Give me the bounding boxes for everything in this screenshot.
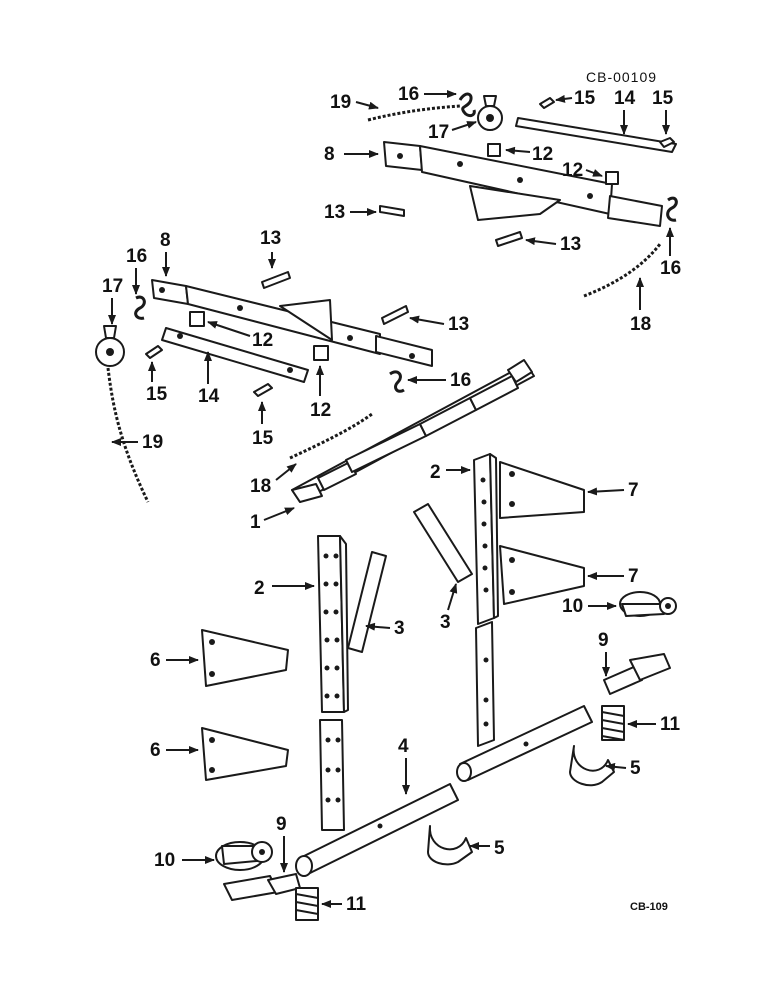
s-hook-16-mid-left [134,295,146,320]
callout-16-top: 16 [398,84,419,105]
callout-13-top-a: 13 [324,202,345,223]
callout-3-right: 3 [440,612,451,633]
callout-11-right: 11 [660,714,681,735]
bolt-13-top-a [379,205,405,217]
telescoping-bar-1 [291,359,535,503]
callout-12-mid-b: 12 [310,400,331,421]
callout-6-lower: 6 [150,740,161,761]
callout-12-top-a: 12 [532,144,553,165]
angle-bar-8-mid-end [375,335,433,367]
callout-15-top-right: 15 [652,88,674,109]
bracket-6-lower [201,727,289,781]
post-2-left [317,535,349,831]
callout-19-top: 19 [330,92,351,113]
callout-17-top: 17 [428,122,449,143]
bracket-7-lower [499,545,585,605]
callout-13-mid-b: 13 [448,314,469,335]
callout-16-mid-right: 16 [450,370,471,391]
callout-18-mid: 18 [250,476,271,497]
caster-10-left [215,841,273,871]
spring-11-left [295,887,319,921]
callout-12-mid-a: 12 [252,330,273,351]
brace-3-left [347,551,387,653]
cotter-pin-15-top-left [539,97,555,109]
tube-4 [295,705,593,877]
callouts: 19 16 17 15 14 15 8 12 12 13 13 16 [102,84,681,915]
bolt-13-top-b [495,231,523,247]
washer-12-mid-b [313,345,329,361]
cable-19-mid [106,367,150,503]
callout-17-mid: 17 [102,276,123,297]
callout-9-left: 9 [276,814,287,835]
callout-12-top-b: 12 [562,160,583,181]
callout-14-top: 14 [614,88,636,109]
callout-7-upper: 7 [628,480,639,501]
callout-14-mid: 14 [198,386,220,407]
callout-13-mid-a: 13 [260,228,281,249]
s-hook-16-top [458,92,476,118]
callout-19-mid: 19 [142,432,163,453]
callout-2-left: 2 [254,578,265,599]
angle-bar-8-top-end [607,195,663,227]
angle-bar-8-mid [151,279,189,305]
callout-10-left: 10 [154,850,175,871]
pulley-17-mid [95,325,125,367]
callout-1: 1 [250,512,261,533]
callout-3-left: 3 [394,618,405,639]
swivel-9-left [223,873,301,901]
callout-15-mid-a: 15 [146,384,168,405]
callout-4: 4 [398,736,409,757]
bracket-7-upper [499,461,585,519]
bolt-13-mid-a [261,271,291,289]
callout-13-top-b: 13 [560,234,581,255]
callout-11-left: 11 [346,894,367,915]
callout-15-mid-b: 15 [252,428,274,449]
top-right-assembly [367,92,678,298]
callout-10-right: 10 [562,596,583,617]
strap-14-mid [161,327,309,383]
strap-14-top [515,117,677,153]
callout-16-mid-left: 16 [126,246,147,267]
cotter-pin-15-top-right [659,137,675,148]
callout-5-lower: 5 [494,838,505,859]
callout-7-lower: 7 [628,566,639,587]
callout-5-right: 5 [630,758,641,779]
callout-16-top-right: 16 [660,258,681,279]
pulley-17-top [477,95,503,131]
callout-15-top-left: 15 [574,88,596,109]
callout-18-top: 18 [630,314,651,335]
middle-left-assembly [95,271,433,503]
washer-12-mid-a [189,311,205,327]
clamp-5-lower [427,825,473,866]
post-2-right [473,453,499,747]
clamp-5-right [569,745,615,787]
callout-6-upper: 6 [150,650,161,671]
callout-8-mid: 8 [160,230,171,251]
cable-18-top [583,243,662,298]
figure-code-bottom: CB-109 [630,901,668,913]
washer-12-top-b [605,171,619,185]
angle-bar-8-top-flange [469,185,561,221]
s-hook-16-top-right [666,196,678,222]
spring-11-right [601,705,625,741]
cotter-pin-15-mid-b [253,383,273,397]
bolt-13-mid-b [381,305,409,325]
figure-code-top: CB-00109 [586,69,657,85]
caster-10-right [619,591,677,617]
washer-12-top-a [487,143,501,157]
callout-9-right: 9 [598,630,609,651]
bracket-6-upper [201,629,289,687]
s-hook-16-mid-right [389,370,405,393]
swivel-9-right [603,653,671,695]
angle-bar-8-mid-flange [279,299,333,341]
callout-2-right: 2 [430,462,441,483]
callout-8-top: 8 [324,144,335,165]
cotter-pin-15-mid-a [145,345,163,359]
cable-19-top [367,104,461,122]
brace-3-right [413,503,473,583]
